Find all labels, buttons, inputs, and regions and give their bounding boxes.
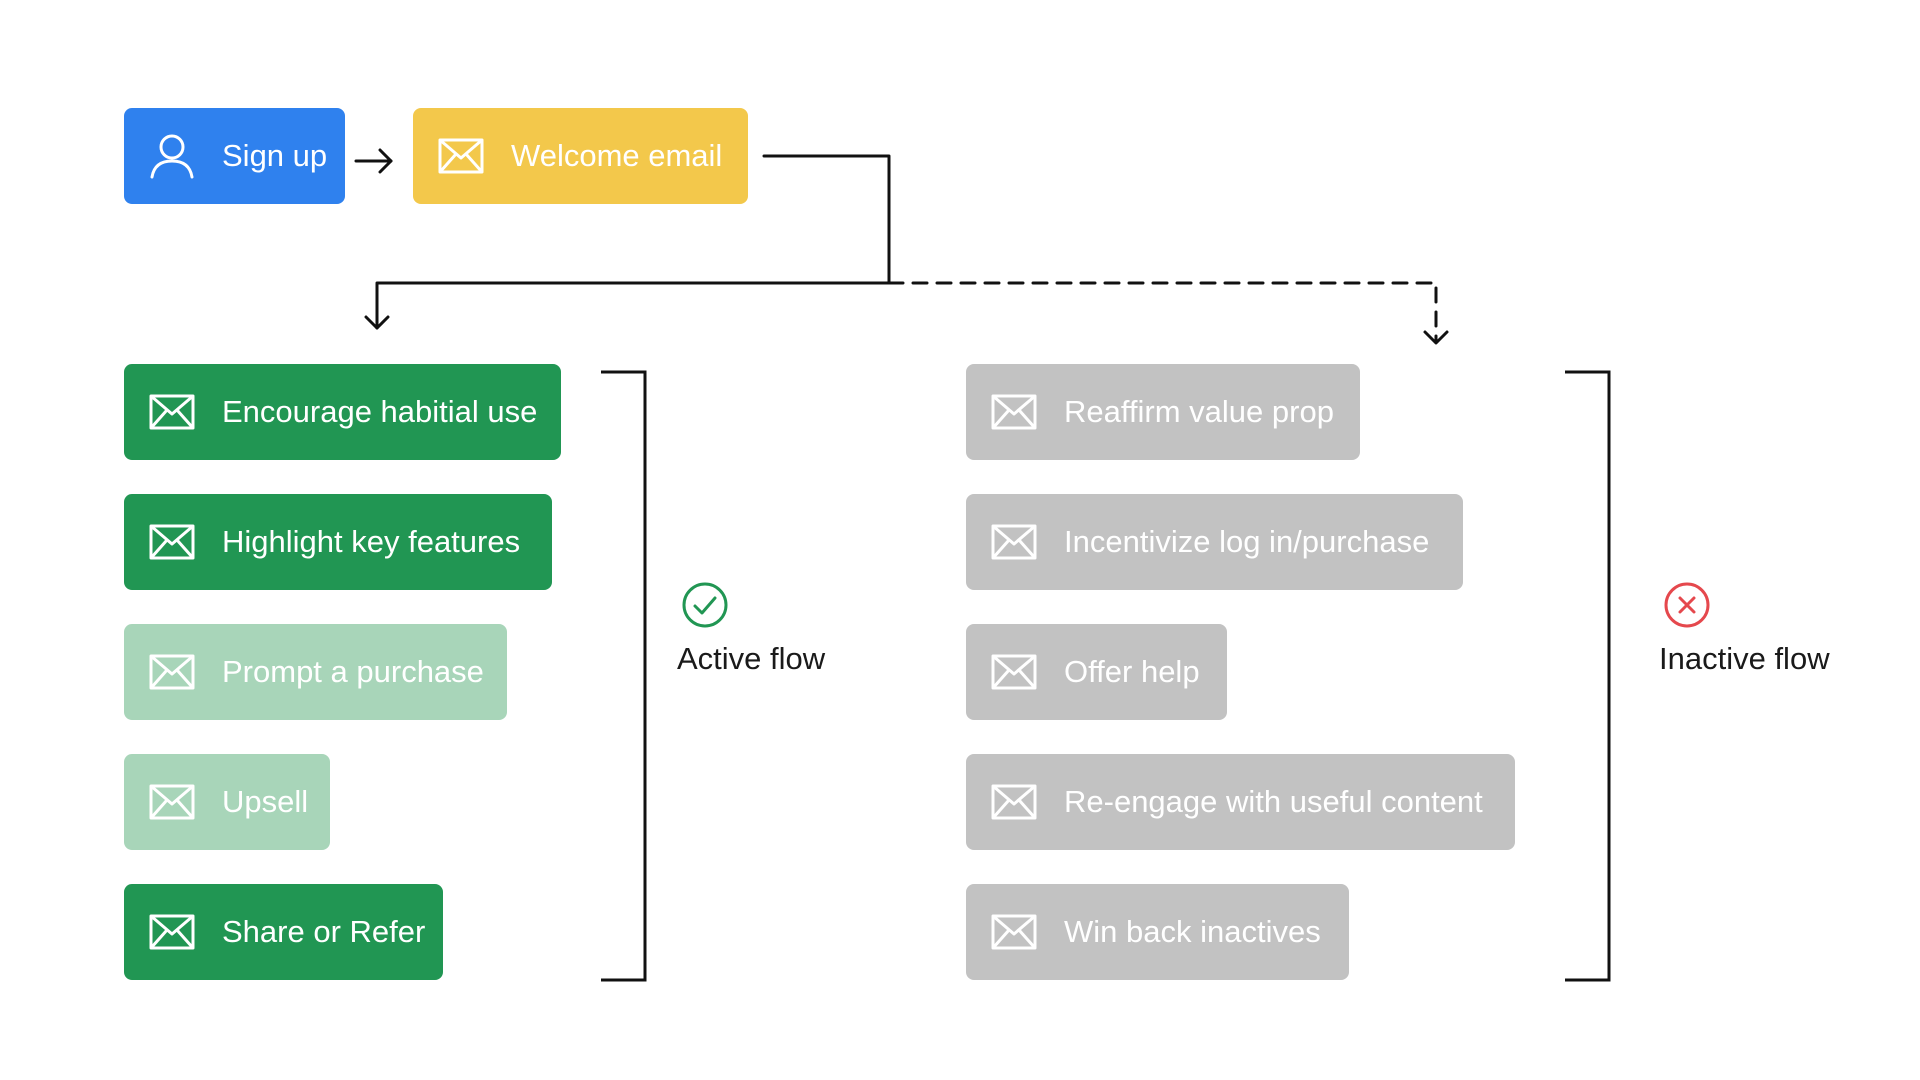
- active-item-label: Encourage habitial use: [222, 394, 538, 429]
- inactive-item[interactable]: Reaffirm value prop: [966, 364, 1360, 460]
- active-item[interactable]: Highlight key features: [124, 494, 552, 590]
- welcome-email-label: Welcome email: [511, 138, 723, 173]
- signup-label: Sign up: [222, 138, 328, 173]
- inactive-item[interactable]: Win back inactives: [966, 884, 1349, 980]
- welcome-to-inactive-connector: [887, 281, 1438, 342]
- active-flow-label: Active flow: [677, 641, 826, 676]
- active-item[interactable]: Share or Refer: [124, 884, 443, 980]
- inactive-bracket: [1565, 370, 1611, 982]
- welcome-email-node[interactable]: Welcome email: [413, 108, 748, 204]
- envelope-icon: [148, 522, 196, 562]
- inactive-item-label: Offer help: [1064, 654, 1200, 689]
- envelope-icon: [990, 782, 1038, 822]
- active-bracket: [601, 370, 647, 982]
- inactive-item[interactable]: Offer help: [966, 624, 1227, 720]
- active-item-label: Highlight key features: [222, 524, 521, 559]
- active-item-label: Share or Refer: [222, 914, 426, 949]
- inactive-item-label: Re-engage with useful content: [1064, 784, 1483, 819]
- inactive-item[interactable]: Re-engage with useful content: [966, 754, 1515, 850]
- inactive-item[interactable]: Incentivize log in/purchase: [966, 494, 1463, 590]
- active-flow-status: Active flow: [677, 581, 825, 677]
- signup-node[interactable]: Sign up: [124, 108, 345, 204]
- active-item[interactable]: Upsell: [124, 754, 330, 850]
- envelope-icon: [990, 912, 1038, 952]
- inactive-item-label: Win back inactives: [1064, 914, 1321, 949]
- active-item[interactable]: Prompt a purchase: [124, 624, 507, 720]
- active-item[interactable]: Encourage habitial use: [124, 364, 561, 460]
- envelope-icon: [990, 522, 1038, 562]
- envelope-icon: [148, 652, 196, 692]
- inactive-item-label: Incentivize log in/purchase: [1064, 524, 1430, 559]
- envelope-icon: [437, 136, 485, 176]
- x-circle-icon: [1664, 582, 1710, 628]
- user-icon: [148, 134, 196, 179]
- envelope-icon: [990, 392, 1038, 432]
- inactive-item-label: Reaffirm value prop: [1064, 394, 1334, 429]
- inactive-arrow-head: [1423, 330, 1449, 345]
- active-item-label: Prompt a purchase: [222, 654, 484, 689]
- signup-to-welcome-arrow: [354, 148, 393, 174]
- active-item-label: Upsell: [222, 784, 309, 819]
- envelope-icon: [148, 782, 196, 822]
- envelope-icon: [148, 912, 196, 952]
- inactive-flow-label: Inactive flow: [1659, 641, 1830, 676]
- envelope-icon: [148, 392, 196, 432]
- inactive-flow-status: Inactive flow: [1659, 581, 1830, 677]
- check-circle-icon: [682, 582, 728, 628]
- envelope-icon: [990, 652, 1038, 692]
